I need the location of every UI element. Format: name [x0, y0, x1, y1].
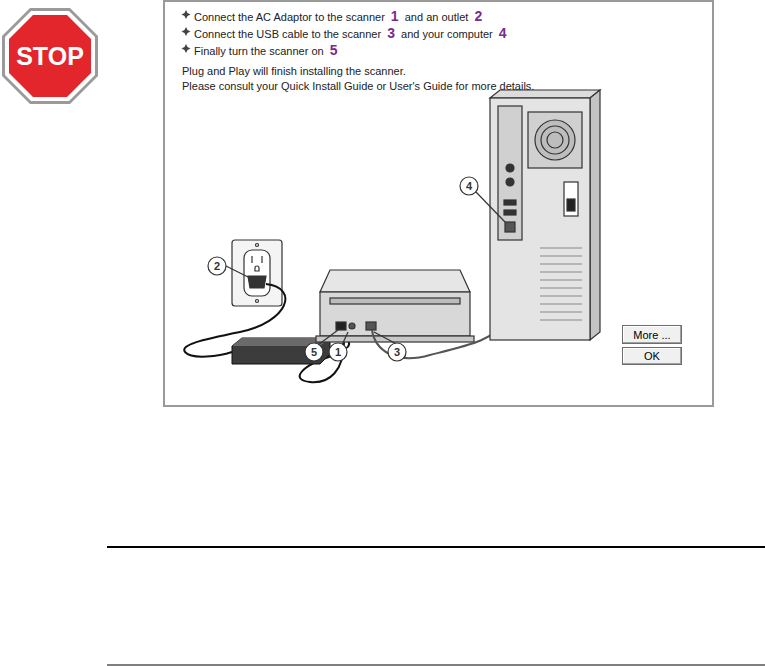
ok-button: OK	[622, 347, 682, 365]
ac-adaptor	[232, 338, 330, 364]
step-number: 3	[387, 25, 395, 41]
instruction-text: Connect the AC Adaptor to the scanner	[194, 11, 385, 23]
instruction-line: Connect the AC Adaptor to the scanner 1 …	[194, 8, 485, 24]
node-text: More ...	[633, 329, 670, 341]
instruction-line: Connect the USB cable to the scanner 3 a…	[194, 25, 510, 41]
step-number: 5	[330, 42, 338, 58]
computer-tower	[490, 90, 600, 340]
bullet-marks	[182, 10, 191, 53]
node-text: OK	[644, 350, 660, 362]
step-number: 4	[499, 25, 507, 41]
node-text: STOP	[16, 42, 84, 71]
vent-slots	[540, 248, 582, 320]
instruction-text: Plug and Play will finish installing the…	[182, 65, 406, 77]
instruction-line: Please consult your Quick Install Guide …	[182, 80, 534, 92]
rule	[107, 665, 765, 666]
instruction-text: and an outlet	[405, 11, 469, 23]
instruction-text: Please consult your Quick Install Guide …	[182, 80, 534, 92]
step-number: 2	[474, 8, 482, 24]
callout-number: 2	[209, 258, 225, 274]
instruction-line: Finally turn the scanner on 5	[194, 42, 341, 58]
callout-number: 4	[461, 178, 477, 194]
instruction-line: Plug and Play will finish installing the…	[182, 65, 406, 77]
dialog-panel	[164, 1, 713, 406]
stop-sign	[2, 8, 98, 104]
stop-sign-text: STOP	[9, 15, 91, 97]
scanner	[316, 270, 474, 342]
callout-number: 3	[389, 344, 405, 360]
instruction-text: Connect the USB cable to the scanner	[194, 28, 381, 40]
step-number: 1	[391, 8, 399, 24]
more-button: More ...	[622, 325, 682, 344]
rule	[107, 546, 765, 548]
callout-number: 1	[330, 344, 346, 360]
instruction-text: Finally turn the scanner on	[194, 45, 324, 57]
instruction-text: and your computer	[401, 28, 493, 40]
callout-circles	[208, 177, 505, 361]
callout-number: 5	[306, 344, 322, 360]
